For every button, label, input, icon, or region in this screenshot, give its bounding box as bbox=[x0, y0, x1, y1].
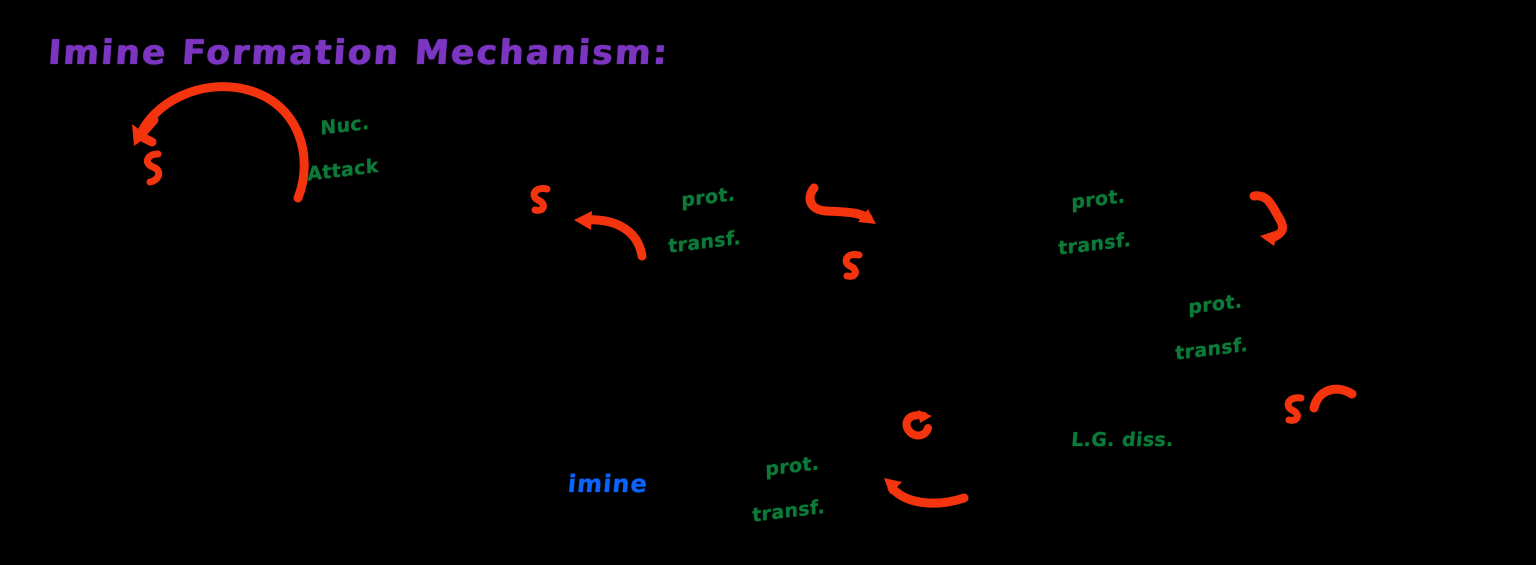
annotation-line-1: Nuc. bbox=[320, 111, 370, 140]
arrow-prot-transf-3 bbox=[1246, 191, 1306, 250]
arrow-nuc-attack-main bbox=[118, 80, 318, 205]
annotation-prot-transf-2: prot. transf. bbox=[1043, 163, 1132, 305]
annotation-prot-transf-3: prot. transf. bbox=[1160, 268, 1249, 410]
annotation-line-2: Attack bbox=[307, 154, 379, 186]
label-imine: imine bbox=[566, 470, 650, 498]
annotation-line-1: prot. bbox=[681, 182, 736, 212]
electron-pair-symbol-3 bbox=[1282, 392, 1310, 426]
electron-pair-symbol-2 bbox=[840, 248, 868, 282]
annotation-lg-diss: L.G. diss. bbox=[1070, 429, 1175, 451]
electron-pair-symbol-lonepair bbox=[140, 148, 170, 190]
annotation-line-2: transf. bbox=[1058, 228, 1132, 260]
annotation-nuc-attack: Nuc. Attack bbox=[292, 90, 380, 232]
annotation-prot-transf-1: prot. transf. bbox=[653, 161, 742, 303]
annotation-line-2: transf. bbox=[752, 495, 826, 527]
arrow-lg-diss bbox=[1309, 382, 1360, 418]
page-title: Imine Formation Mechanism: bbox=[46, 33, 671, 73]
annotation-line-1: prot. bbox=[1071, 184, 1126, 214]
arrow-prot-transf-1 bbox=[566, 206, 656, 261]
annotation-line-1: prot. bbox=[765, 451, 820, 481]
arrow-prot-transf-2 bbox=[805, 183, 888, 238]
annotation-line-2: transf. bbox=[1175, 333, 1249, 365]
electron-pair-symbol-1 bbox=[528, 182, 556, 216]
annotation-prot-transf-4: prot. transf. bbox=[737, 430, 826, 565]
arrow-imine-main bbox=[876, 462, 974, 510]
arrow-imine-curl bbox=[898, 406, 938, 446]
annotation-line-1: prot. bbox=[1188, 289, 1243, 319]
annotation-line-2: transf. bbox=[668, 226, 742, 258]
